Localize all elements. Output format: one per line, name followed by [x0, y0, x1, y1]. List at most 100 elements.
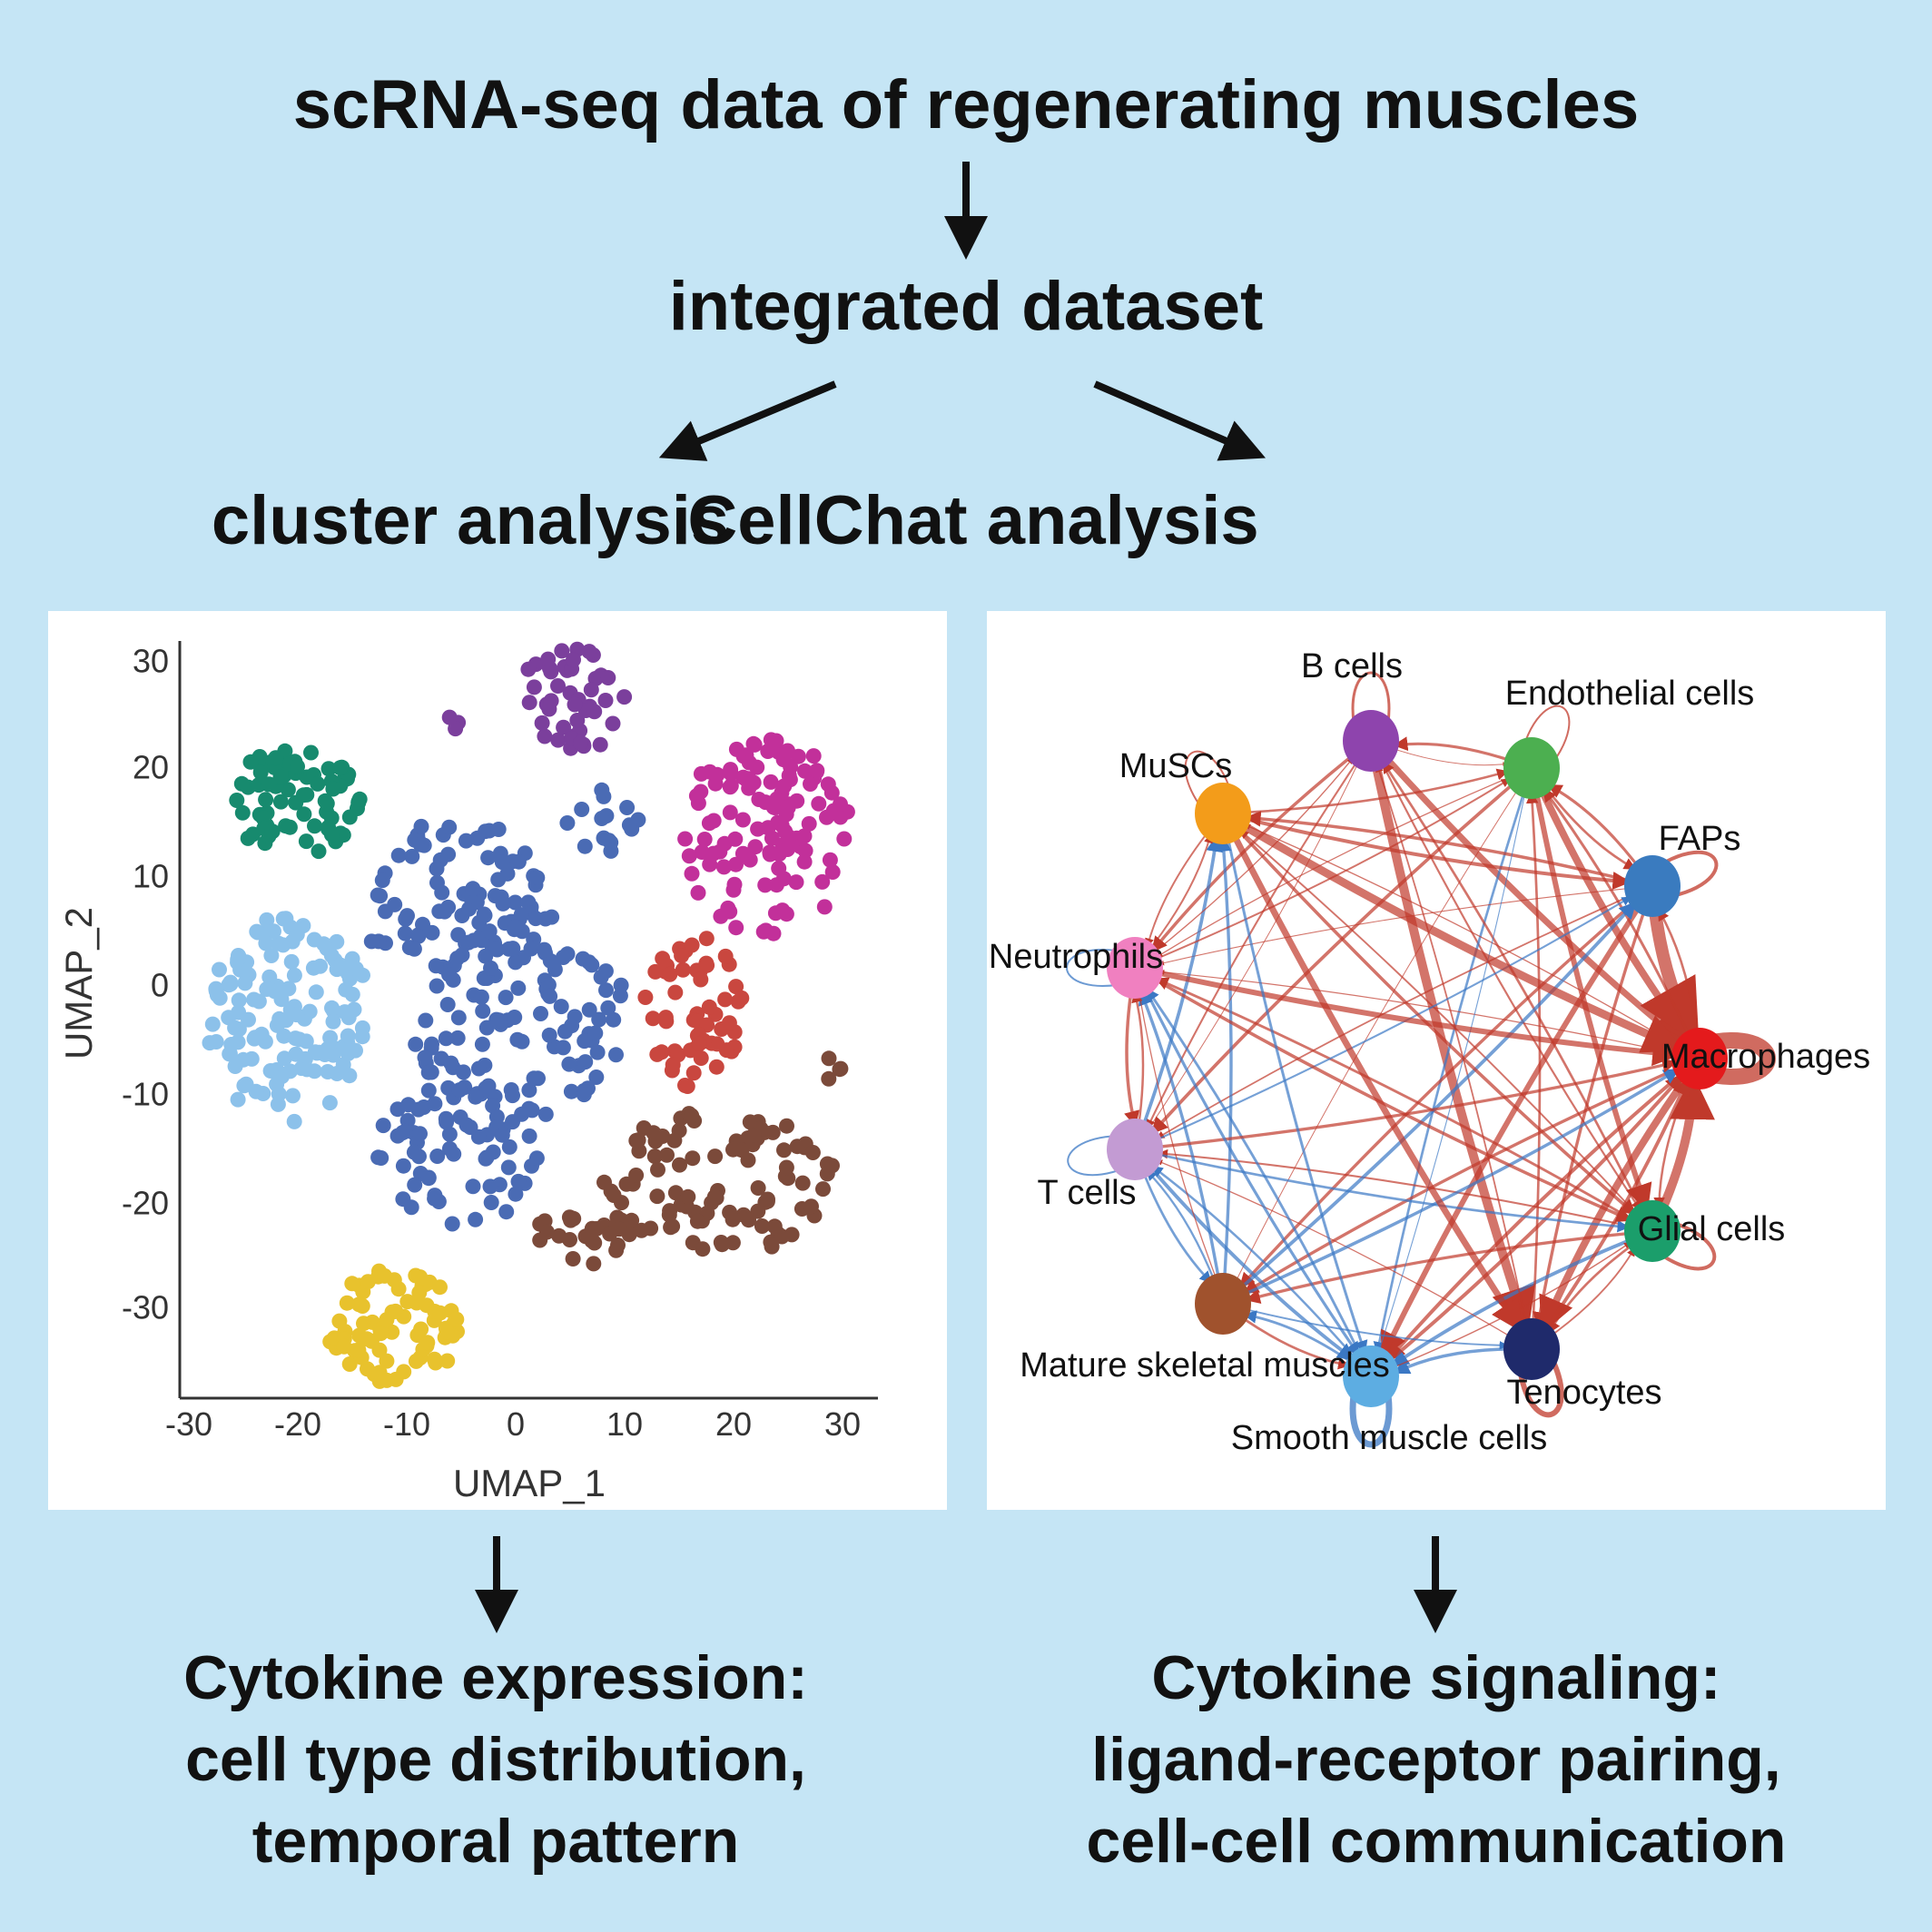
- umap-point: [543, 664, 559, 680]
- umap-point: [241, 1011, 256, 1028]
- umap-point: [567, 696, 583, 713]
- umap-point: [776, 1142, 792, 1158]
- umap-point: [406, 1144, 422, 1160]
- umap-point: [280, 782, 296, 798]
- umap-y-tick: -30: [122, 1289, 169, 1326]
- umap-point: [597, 963, 614, 980]
- umap-point: [561, 1209, 577, 1226]
- umap-point: [619, 800, 636, 815]
- umap-point: [276, 1050, 292, 1067]
- umap-point: [429, 1148, 446, 1164]
- umap-point: [715, 859, 732, 875]
- self-loop-edge: [1067, 1135, 1138, 1177]
- umap-point: [246, 991, 262, 1008]
- umap-point: [403, 1199, 419, 1216]
- umap-point: [312, 958, 329, 974]
- umap-point: [647, 963, 664, 980]
- umap-point: [713, 1235, 729, 1250]
- umap-point: [480, 850, 497, 866]
- umap-point: [679, 1079, 695, 1094]
- umap-point: [681, 848, 697, 864]
- umap-point: [233, 775, 250, 792]
- umap-point: [261, 969, 278, 985]
- umap-point: [481, 923, 498, 940]
- umap-point: [275, 911, 291, 927]
- umap-point: [555, 950, 571, 965]
- umap-point: [821, 1050, 837, 1067]
- umap-point: [221, 977, 237, 993]
- left-outcome-line-3: temporal pattern: [251, 1807, 740, 1876]
- umap-point: [684, 865, 700, 882]
- umap-point: [482, 1178, 498, 1195]
- network-edge: [1156, 767, 1533, 958]
- umap-point: [598, 982, 614, 999]
- umap-point: [395, 1158, 411, 1174]
- umap-point: [395, 1125, 410, 1141]
- umap-point: [424, 1036, 439, 1052]
- umap-point: [384, 1324, 400, 1340]
- umap-point: [418, 1012, 434, 1029]
- umap-x-tick: 10: [606, 1405, 643, 1443]
- middle-title: integrated dataset: [668, 268, 1264, 345]
- umap-point: [742, 852, 758, 868]
- network-node-label: MuSCs: [1119, 747, 1233, 785]
- umap-point: [513, 907, 529, 923]
- network-edge: [1133, 834, 1223, 1150]
- self-loop-edge: [1515, 1344, 1564, 1418]
- umap-point: [408, 1036, 424, 1052]
- network-edge: [1134, 762, 1359, 1150]
- right-outcome-line-3: cell-cell communication: [1086, 1807, 1787, 1876]
- umap-point: [543, 693, 559, 709]
- umap-point: [498, 1204, 515, 1220]
- umap-point: [702, 764, 718, 780]
- umap-point: [351, 1327, 368, 1344]
- network-edge: [1366, 739, 1536, 1334]
- umap-point: [600, 670, 616, 685]
- umap-point: [816, 899, 833, 915]
- umap-point: [202, 1035, 218, 1051]
- umap-point: [478, 948, 494, 964]
- network-node-label: FAPs: [1659, 820, 1741, 858]
- umap-point: [728, 856, 744, 872]
- umap-point: [821, 1070, 837, 1087]
- network-edge: [1382, 761, 1654, 1232]
- umap-point: [230, 1091, 246, 1108]
- umap-x-tick: -30: [165, 1405, 212, 1443]
- umap-point: [581, 644, 597, 660]
- umap-point: [299, 1061, 315, 1078]
- umap-point: [322, 1030, 339, 1046]
- umap-point: [281, 981, 297, 997]
- umap-point: [379, 1353, 395, 1369]
- umap-point: [348, 961, 364, 977]
- umap-point: [266, 923, 281, 940]
- umap-point: [563, 1083, 579, 1099]
- umap-point: [820, 776, 836, 793]
- umap-point: [237, 975, 253, 991]
- network-node: [1195, 783, 1251, 844]
- network-edge: [1525, 791, 1542, 1350]
- arrow-right-branch: [1093, 380, 1267, 461]
- umap-point: [340, 1028, 356, 1044]
- umap-point: [267, 983, 283, 1000]
- umap-point: [490, 872, 507, 888]
- umap-point: [577, 1033, 593, 1050]
- network-edge: [1390, 1229, 1653, 1367]
- umap-point: [434, 884, 450, 901]
- umap-point: [565, 1251, 581, 1267]
- umap-point: [476, 906, 492, 922]
- top-title: scRNA-seq data of regenerating muscles: [292, 66, 1640, 143]
- network-edge: [1235, 767, 1533, 1283]
- umap-point: [789, 1138, 805, 1155]
- umap-point: [495, 895, 511, 912]
- umap-point: [303, 744, 319, 761]
- umap-x-label: UMAP_1: [453, 1462, 606, 1504]
- umap-point: [242, 754, 259, 770]
- umap-point: [444, 1216, 460, 1232]
- umap-point: [594, 782, 610, 798]
- umap-point: [204, 1016, 221, 1032]
- umap-point: [705, 813, 722, 829]
- umap-point: [722, 779, 738, 795]
- umap-point: [227, 1020, 243, 1036]
- umap-point: [771, 861, 787, 876]
